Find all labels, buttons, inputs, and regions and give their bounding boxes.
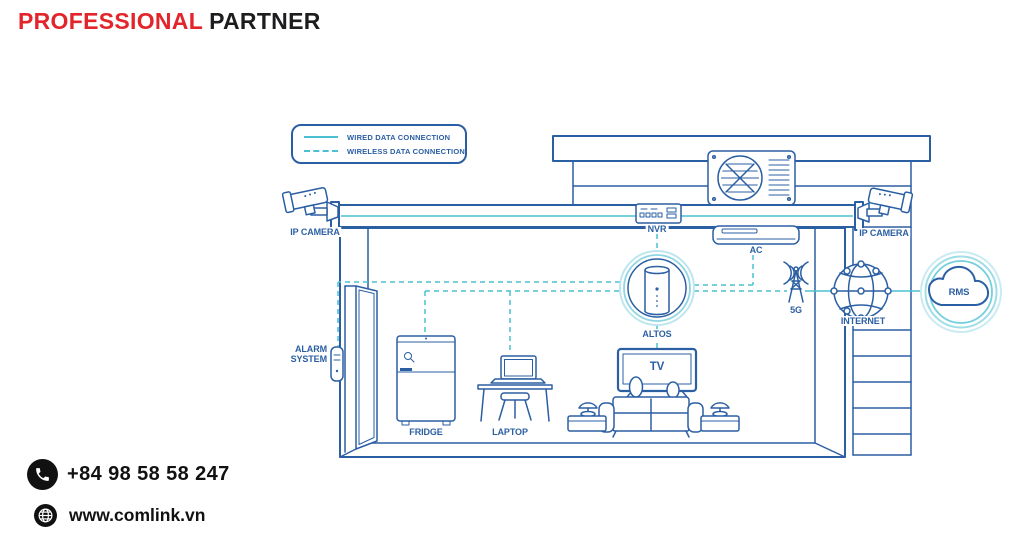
brand-secondary: PARTNER bbox=[209, 8, 321, 34]
laptop-label: LAPTOP bbox=[490, 427, 530, 437]
side-table-left-icon bbox=[567, 402, 607, 432]
internet-globe-icon bbox=[830, 260, 892, 322]
website-contact: www.comlink.vn bbox=[34, 504, 205, 527]
rms-label: RMS bbox=[948, 287, 970, 298]
ac-label: AC bbox=[747, 245, 765, 255]
wired-line-sample bbox=[304, 136, 338, 138]
phone-icon bbox=[27, 459, 58, 490]
ac-indoor-icon bbox=[712, 225, 800, 245]
phone-number: +84 98 58 58 247 bbox=[67, 463, 230, 485]
globe-icon bbox=[34, 504, 57, 527]
alarm-label-line1: ALARM bbox=[295, 344, 327, 354]
wireless-line-sample bbox=[304, 150, 338, 152]
ip-camera-left-icon bbox=[281, 187, 339, 222]
sofa-icon bbox=[598, 396, 704, 438]
ip-camera-right-icon bbox=[857, 187, 914, 223]
ip-camera-right-label: IP CAMERA bbox=[857, 228, 911, 238]
legend-wireless-row: WIRELESS DATA CONNECTION bbox=[304, 147, 465, 156]
wired-connections bbox=[341, 215, 920, 292]
legend-wired-row: WIRED DATA CONNECTION bbox=[304, 133, 465, 142]
side-table-right-icon bbox=[700, 402, 740, 432]
wireless-label: WIRELESS DATA CONNECTION bbox=[347, 146, 465, 156]
rms-cloud-icon bbox=[920, 251, 1002, 333]
wired-label: WIRED DATA CONNECTION bbox=[347, 132, 451, 142]
alarm-system-label: ALARM SYSTEM bbox=[288, 344, 329, 364]
five-g-label: 5G bbox=[788, 305, 804, 315]
room bbox=[339, 227, 846, 458]
door bbox=[344, 285, 378, 453]
wireless-connections bbox=[337, 234, 787, 350]
nvr-label: NVR bbox=[645, 224, 669, 234]
laptop-desk-icon bbox=[477, 355, 553, 422]
website-url: www.comlink.vn bbox=[69, 505, 206, 525]
tv-label: TV bbox=[649, 361, 665, 373]
internet-label: INTERNET bbox=[838, 316, 888, 326]
brand-primary: PROFESSIONAL bbox=[18, 8, 204, 34]
phone-contact: +84 98 58 58 247 bbox=[27, 459, 230, 490]
fridge-icon bbox=[396, 335, 456, 426]
altos-label: ALTOS bbox=[640, 329, 674, 339]
legend-box: WIRED DATA CONNECTION WIRELESS DATA CONN… bbox=[291, 124, 467, 164]
ip-camera-left-label: IP CAMERA bbox=[288, 227, 342, 237]
nvr-icon bbox=[635, 203, 682, 224]
alarm-label-line2: SYSTEM bbox=[290, 354, 328, 364]
alarm-system-icon bbox=[330, 346, 344, 382]
fridge-label: FRIDGE bbox=[407, 427, 445, 437]
five-g-tower-icon bbox=[783, 261, 809, 303]
altos-router-icon bbox=[619, 250, 695, 326]
ac-outdoor-icon bbox=[707, 150, 796, 206]
